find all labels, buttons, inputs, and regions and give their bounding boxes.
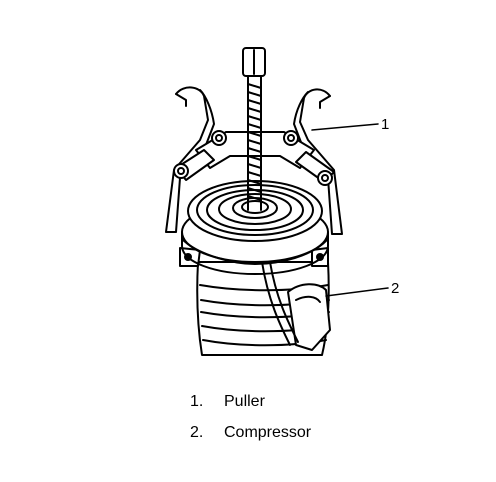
legend-item-number: 1. (190, 393, 204, 410)
callout-1-leader (311, 123, 379, 131)
callout-2-label: 2 (391, 280, 399, 297)
puller-jaw-right (293, 88, 343, 235)
legend-item: 1. Puller (190, 393, 311, 424)
forcing-screw (242, 47, 266, 211)
compressor-body (196, 261, 331, 356)
legend: 1. Puller 2. Compressor (190, 393, 311, 455)
clutch-pulley (181, 180, 329, 275)
legend-item-label: Puller (224, 393, 265, 410)
callout-1-label: 1 (381, 116, 389, 133)
legend-item-number: 2. (190, 424, 204, 441)
legend-item-label: Compressor (224, 424, 312, 441)
callout-2-leader (325, 287, 389, 297)
puller-jaw-left (165, 86, 215, 233)
legend-item: 2. Compressor (190, 424, 311, 455)
